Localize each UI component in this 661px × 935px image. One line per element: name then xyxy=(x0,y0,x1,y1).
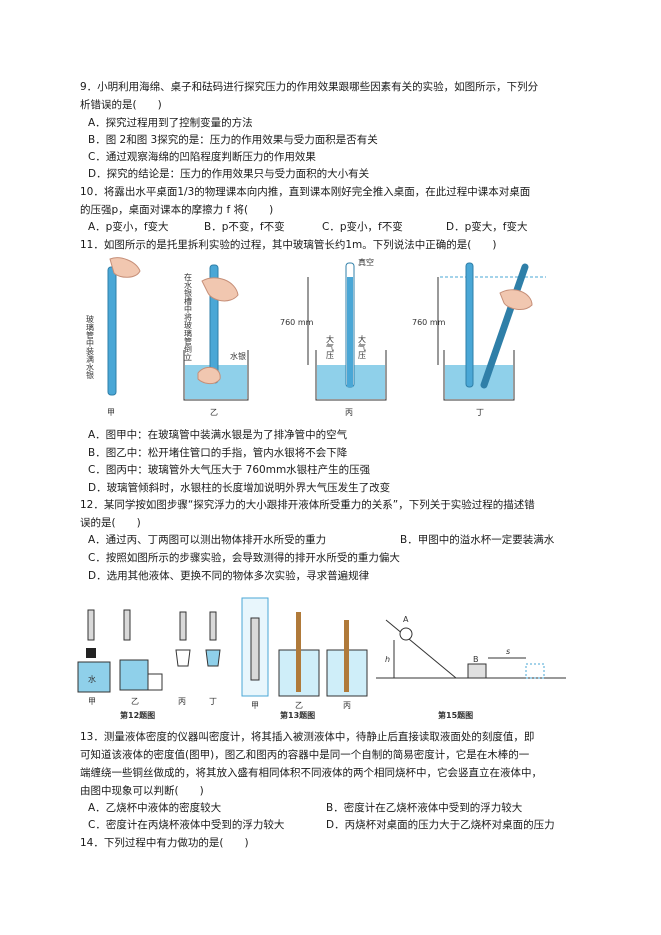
fig12-label-ding: 丁 xyxy=(209,697,217,706)
fig12-label-jia: 甲 xyxy=(88,697,96,706)
fig-ding-trough xyxy=(443,350,515,401)
q10-option-a: A．p变小，f变大 xyxy=(88,221,169,233)
fig-yi: 在水银槽中将玻璃管倒立 水银 乙 xyxy=(183,264,249,417)
fig-yi-hand-bottom xyxy=(197,366,221,385)
q10-stem-line2: 的压强p，桌面对课本的摩擦力 f 将( ) xyxy=(80,204,274,216)
fig12-overflow-cup xyxy=(77,661,111,693)
fig-bing-760: 760 mm xyxy=(280,318,314,327)
fig-ding-hand xyxy=(499,289,533,310)
fig15-ball xyxy=(399,627,413,641)
fig13-stick-yi xyxy=(296,612,301,692)
q13-option-b: B．密度计在乙烧杯液体中受到的浮力较大 xyxy=(326,802,523,814)
fig-ding-label: 丁 xyxy=(476,408,484,417)
fig12-scale-jia xyxy=(87,609,95,641)
q9-stem-line2: 析错误的是( ) xyxy=(80,99,162,111)
fig15-label-a: A xyxy=(403,615,409,624)
q9-option-b: B．图 2和图 3探究的是：压力的作用效果与受力面积是否有关 xyxy=(88,134,378,146)
fig12-label-bing: 丙 xyxy=(178,697,186,706)
q9-option-d: D．探究的结论是：压力的作用效果只与受力面积的大小有关 xyxy=(88,168,370,180)
fig-jia-tube xyxy=(107,266,117,396)
fig12-scale-yi xyxy=(123,609,131,641)
fig13-hydrometer-jia xyxy=(250,617,260,681)
fig-ding: 760 mm 丁 xyxy=(412,262,546,417)
fig12-small-cup-yi xyxy=(147,673,163,691)
fig12-water-label: 水 xyxy=(88,674,96,684)
fig-yi-trough xyxy=(183,350,249,401)
fig-bing-mercury-column xyxy=(347,277,353,387)
q11-stem: 11．如图所示的是托里拆利实验的过程，其中玻璃管长约1m。下列说法中正确的是( … xyxy=(80,239,497,251)
fig-ding-mercury xyxy=(445,365,513,399)
fig13: 甲 乙 丙 第13题图 xyxy=(241,597,368,720)
fig-bing-label: 丙 xyxy=(345,408,353,417)
q9-option-c: C．通过观察海绵的凹陷程度判断压力的作用效果 xyxy=(88,151,316,163)
fig15-label-s: s xyxy=(506,647,510,656)
fig12-cup-ding xyxy=(205,649,221,667)
q10-option-d: D．p变大，f变大 xyxy=(446,221,528,233)
fig13-label-bing: 丙 xyxy=(343,701,351,710)
fig-bing-trough xyxy=(315,350,387,401)
q13-option-c: C．密度计在丙烧杯液体中受到的浮力较大 xyxy=(88,819,285,831)
fig12-cup-bing xyxy=(175,649,191,667)
fig12-object-jia xyxy=(86,648,96,658)
q13-option-d: D．丙烧杯对桌面的压力大于乙烧杯对桌面的压力 xyxy=(326,819,555,831)
q13-stem-line4: 由图中现象可以判断( ) xyxy=(80,785,204,797)
q10-option-b: B．p不变，f不变 xyxy=(204,221,285,233)
fig-bing-vacuum: 真空 xyxy=(358,257,374,267)
fig-bing-atm: 大气压 xyxy=(326,334,335,360)
fig12: 水 甲 乙 丙 丁 第12题图 xyxy=(77,609,221,720)
q13-stem-line3: 端缠绕一些铜丝做成的，将其放入盛有相同体积不同液体的两个相同烧杯中，它会竖直立在… xyxy=(80,767,542,779)
fig15-block-final xyxy=(525,663,545,679)
q11-option-c: C．图丙中：玻璃管外大气压大于 760mm水银柱产生的压强 xyxy=(88,464,371,476)
fig15-caption: 第15题图 xyxy=(438,710,473,720)
fig15-block xyxy=(467,663,487,679)
figures-12-13-15: 水 甲 乙 丙 丁 第12题图 甲 乙 丙 第13题图 A h B xyxy=(77,597,566,720)
q12-option-d: D．选用其他液体、更换不同的物体多次实验，寻求普遍规律 xyxy=(88,570,370,582)
fig12-scale-bing xyxy=(179,611,187,641)
q9-option-a: A．探究过程用到了控制变量的方法 xyxy=(88,117,253,129)
fig-jia: 玻璃管中装满水银 甲 xyxy=(86,257,141,417)
q11-option-b: B．图乙中：松开堵住管口的手指，管内水银将不会下降 xyxy=(88,447,348,459)
q11-option-d: D．玻璃管倾斜时，水银柱的长度增加说明外界大气压发生了改变 xyxy=(88,482,391,494)
fig-ding-760: 760 mm xyxy=(412,318,446,327)
q10-stem-line1: 10．将露出水平桌面1/3的物理课本向内推，直到课本刚好完全推入桌面，在此过程中… xyxy=(80,186,531,198)
fig15-label-b: B xyxy=(473,655,479,664)
fig15-label-h: h xyxy=(385,655,390,664)
q13-stem-line2: 可知道该液体的密度值(图甲)，图乙和图丙的容器中是同一个自制的简易密度计，它是在… xyxy=(80,749,530,761)
fig15-ramp xyxy=(385,619,457,679)
fig-yi-text: 在水银槽中将玻璃管倒立 xyxy=(184,272,193,361)
fig13-label-jia: 甲 xyxy=(251,701,259,710)
fig13-label-yi: 乙 xyxy=(295,701,303,710)
q11-option-a: A．图甲中：在玻璃管中装满水银是为了排净管中的空气 xyxy=(88,429,348,441)
q9-stem-line1: 9．小明利用海绵、桌子和砝码进行探究压力的作用效果跟哪些因素有关的实验，如图所示… xyxy=(80,81,539,93)
fig-jia-label: 甲 xyxy=(107,408,115,417)
fig12-caption: 第12题图 xyxy=(120,710,155,720)
fig-bing-atm2: 大气压 xyxy=(358,334,367,360)
fig-ding-tube-tilted xyxy=(480,263,529,389)
fig12-cup-yi xyxy=(119,659,149,691)
q12-stem-line1: 12．某同学按如图步骤“探究浮力的大小跟排开液体所受重力的关系”，下列关于实验过… xyxy=(80,499,535,511)
q14-stem: 14．下列过程中有力做功的是( ) xyxy=(80,837,249,849)
fig15: A h B s 第15题图 xyxy=(376,615,566,720)
fig-yi-label: 乙 xyxy=(210,408,218,417)
q10-option-c: C．p变小，f不变 xyxy=(322,221,403,233)
fig-jia-hand xyxy=(109,257,141,278)
q12-option-a: A．通过丙、丁两图可以测出物体排开水所受的重力 xyxy=(88,534,327,546)
q12-option-b: B．甲图中的溢水杯一定要装满水 xyxy=(400,534,555,546)
fig-bing: 760 mm 真空 大气压 大气压 丙 xyxy=(280,257,387,417)
torricelli-figure: 玻璃管中装满水银 甲 在水银槽中将玻璃管倒立 水银 乙 760 mm 真空 大气… xyxy=(86,257,546,417)
fig-ding-tube-vertical xyxy=(465,262,474,388)
q13-stem-line1: 13．测量液体密度的仪器叫密度计，将其插入被测液体中，待静止后直接读取液面处的刻… xyxy=(80,731,535,743)
fig13-stick-bing xyxy=(344,620,349,692)
fig-jia-text: 玻璃管中装满水银 xyxy=(86,314,95,380)
fig-yi-hand-top xyxy=(201,277,239,302)
fig12-scale-ding xyxy=(209,611,217,641)
q13-option-a: A．乙烧杯中液体的密度较大 xyxy=(88,802,222,814)
q12-stem-line2: 误的是( ) xyxy=(80,517,141,529)
q12-option-c: C．按照如图所示的步骤实验，会导致测得的排开水所受的重力偏大 xyxy=(88,552,400,564)
fig13-caption: 第13题图 xyxy=(280,710,315,720)
fig12-label-yi: 乙 xyxy=(131,697,139,706)
fig-yi-mercury-label: 水银 xyxy=(230,351,246,361)
